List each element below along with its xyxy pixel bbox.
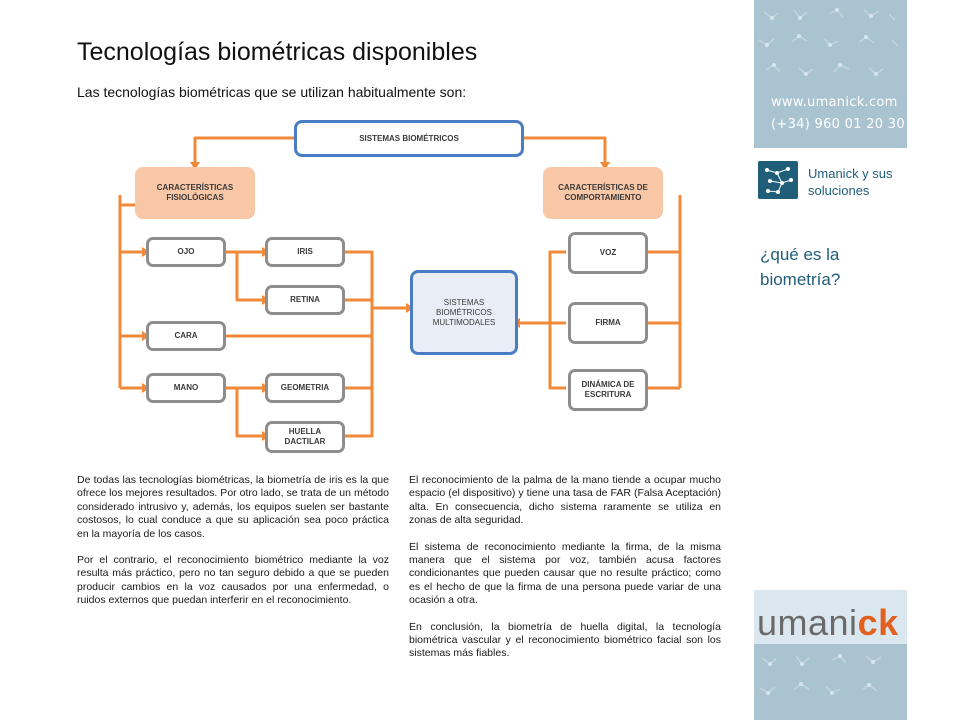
node-sistemas-biometricos: SISTEMAS BIOMÉTRICOS xyxy=(294,120,524,157)
node-iris: IRIS xyxy=(265,237,345,267)
umanick-logo-icon[interactable] xyxy=(758,161,798,199)
brand-text-base: umani xyxy=(757,602,858,643)
page-subtitle: Las tecnologías biométricas que se utili… xyxy=(77,84,467,100)
paragraph: El sistema de reconocimiento mediante la… xyxy=(409,540,721,607)
node-caracteristicas-fisiologicas: CARACTERÍSTICAS FISIOLÓGICAS xyxy=(135,167,255,219)
paragraph: De todas las tecnologías biométricas, la… xyxy=(77,474,389,540)
paragraph: En conclusión, la biometría de huella di… xyxy=(409,620,721,660)
node-huella-dactilar: HUELLA DACTILAR xyxy=(265,421,345,453)
umanick-solutions-link[interactable]: Umanick y sus soluciones xyxy=(808,166,893,198)
sidebar-footer-pattern xyxy=(754,644,907,720)
body-column-right: El reconocimiento de la palma de la mano… xyxy=(409,474,721,674)
body-column-left: De todas las tecnologías biométricas, la… xyxy=(77,474,389,621)
brand-strip xyxy=(754,590,907,644)
phone-text: (+34) 960 01 20 30 xyxy=(771,117,905,132)
node-mano: MANO xyxy=(146,373,226,403)
node-ojo: OJO xyxy=(146,237,226,267)
node-sistemas-multimodales: SISTEMAS BIOMÉTRICOS MULTIMODALES xyxy=(410,270,518,355)
paragraph: Por el contrario, el reconocimiento biom… xyxy=(77,554,389,607)
pattern-background xyxy=(758,8,899,76)
node-geometria: GEOMETRIA xyxy=(265,373,345,403)
sidebar-contact-panel: www.umanick.com (+34) 960 01 20 30 xyxy=(754,0,907,148)
node-firma: FIRMA xyxy=(568,302,648,344)
website-text: www.umanick.com xyxy=(771,95,898,110)
node-dinamica-escritura: DINÁMICA DE ESCRITURA xyxy=(568,369,648,411)
node-caracteristicas-comportamiento: CARACTERÍSTICAS DE COMPORTAMIENTO xyxy=(543,167,663,219)
biometrics-question-link[interactable]: ¿qué es la biometría? xyxy=(760,245,841,289)
umanick-brand-logo: umanick xyxy=(757,602,899,644)
brand-text-accent: ck xyxy=(857,602,899,643)
node-voz: VOZ xyxy=(568,232,648,274)
pattern-background xyxy=(759,654,882,695)
node-retina: RETINA xyxy=(265,285,345,315)
page-title: Tecnologías biométricas disponibles xyxy=(77,38,478,66)
biometric-systems-diagram: SISTEMAS BIOMÉTRICOS CARACTERÍSTICAS FIS… xyxy=(100,110,710,460)
node-cara: CARA xyxy=(146,321,226,351)
paragraph: El reconocimiento de la palma de la mano… xyxy=(409,474,721,527)
logo-icon-graphic xyxy=(765,167,793,194)
diagram-connectors xyxy=(118,136,682,441)
